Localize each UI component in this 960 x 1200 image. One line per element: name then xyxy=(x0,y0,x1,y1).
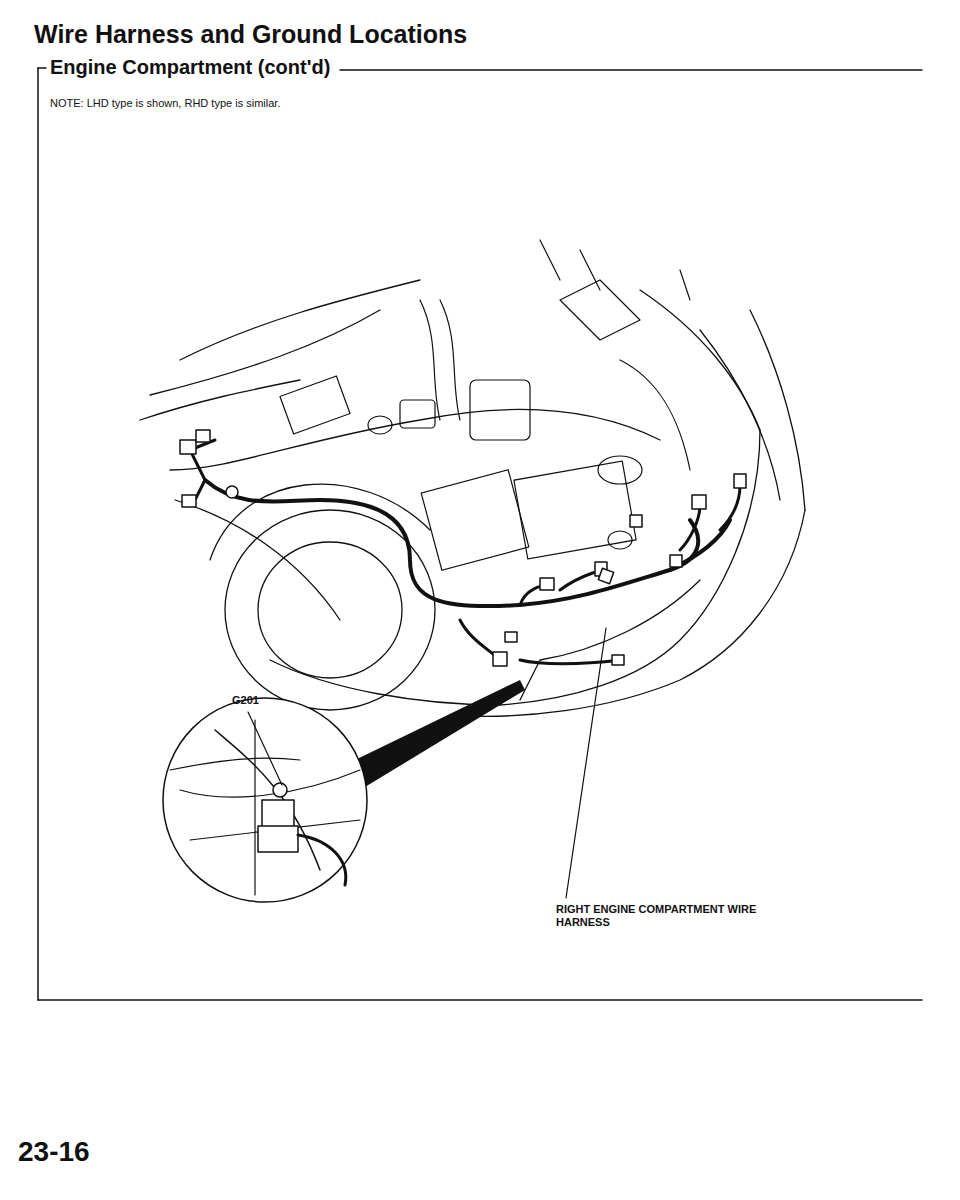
front-wheel xyxy=(210,484,435,710)
page-title: Wire Harness and Ground Locations xyxy=(34,20,467,49)
section-heading: Engine Compartment (cont'd) xyxy=(50,56,330,79)
page-frame xyxy=(38,68,922,1000)
ground-detail-inset xyxy=(163,680,525,902)
harness-label: RIGHT ENGINE COMPARTMENT WIRE HARNESS xyxy=(556,903,766,928)
harness-connectors xyxy=(180,430,746,666)
engine-parts xyxy=(280,240,690,570)
note-text: NOTE: LHD type is shown, RHD type is sim… xyxy=(50,97,280,110)
page-number: 23-16 xyxy=(18,1136,90,1168)
wire-harness xyxy=(190,440,740,664)
car-body xyxy=(140,280,805,716)
ground-label: G201 xyxy=(232,694,259,707)
leader-lines xyxy=(248,628,606,898)
